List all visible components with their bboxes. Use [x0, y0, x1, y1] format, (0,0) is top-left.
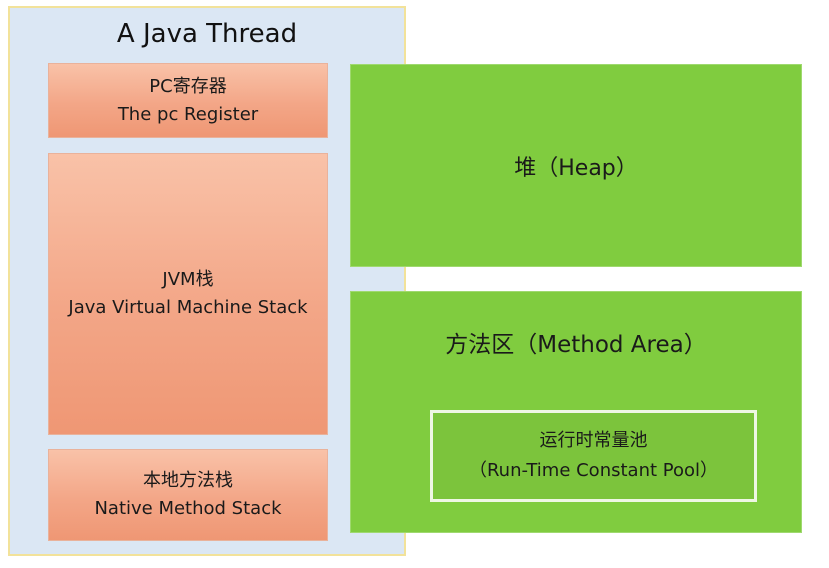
- runtime-constant-pool-box: 运行时常量池 （Run-Time Constant Pool）: [430, 410, 757, 502]
- heap-box: 堆（Heap）: [350, 64, 802, 267]
- native-method-stack-box: 本地方法栈 Native Method Stack: [48, 449, 328, 541]
- thread-title: A Java Thread: [116, 19, 298, 49]
- native-stack-label-cn: 本地方法栈: [143, 470, 233, 491]
- jvm-stack-label-en: Java Virtual Machine Stack: [68, 297, 308, 318]
- jvm-stack-label-cn: JVM栈: [162, 269, 214, 290]
- constant-pool-label-cn: 运行时常量池: [539, 430, 648, 451]
- method-area-label: 方法区（Method Area）: [445, 332, 707, 358]
- jvm-stack-box: JVM栈 Java Virtual Machine Stack: [48, 153, 328, 435]
- heap-label: 堆（Heap）: [514, 155, 638, 181]
- method-area-box: 方法区（Method Area） 运行时常量池 （Run-Time Consta…: [350, 291, 802, 533]
- constant-pool-label-en: （Run-Time Constant Pool）: [468, 460, 718, 481]
- pc-register-label-en: The pc Register: [117, 103, 259, 125]
- pc-register-label-cn: PC寄存器: [149, 75, 227, 97]
- native-stack-label-en: Native Method Stack: [94, 498, 282, 519]
- pc-register-box: PC寄存器 The pc Register: [48, 63, 328, 138]
